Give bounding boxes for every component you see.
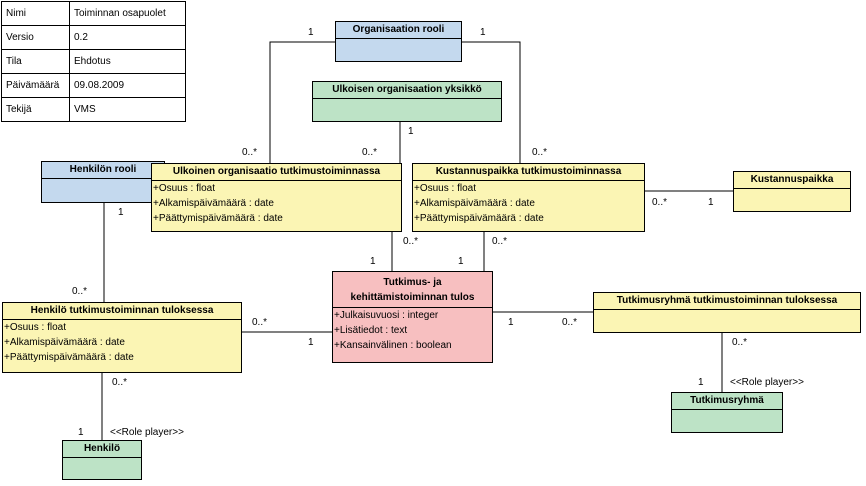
attribute: +Julkaisuvuosi : integer [334, 310, 439, 321]
class-name: Tutkimus- ja kehittämistoiminnan tulos [333, 272, 492, 308]
attribute-list: +Osuus : float +Alkamispäivämäärä : date… [3, 320, 241, 365]
meta-key: Nimi [1, 1, 70, 26]
meta-value: VMS [69, 97, 186, 122]
assoc-orgrooli-ulkoinen [269, 41, 335, 163]
class-ulkoinen-organisaatio-tutkimustoiminnassa[interactable]: Ulkoinen organisaatio tutkimustoiminnass… [151, 163, 402, 232]
multiplicity-label: 0..* [112, 377, 128, 388]
meta-key: Tekijä [1, 97, 70, 122]
attribute: +Osuus : float [4, 322, 66, 333]
class-name: Ulkoisen organisaation yksikkö [313, 82, 501, 99]
multiplicity-label: 0..* [732, 337, 748, 348]
multiplicity-label: 1 [78, 427, 84, 438]
meta-key: Tila [1, 49, 70, 74]
attribute: +Päättymispäivämäärä : date [153, 213, 283, 224]
attribute: +Osuus : float [153, 183, 215, 194]
stereotype-label: <<Role player>> [110, 427, 184, 438]
multiplicity-label: 0..* [532, 147, 548, 158]
multiplicity-label: 1 [370, 256, 376, 267]
meta-value: 09.08.2009 [69, 73, 186, 98]
multiplicity-label: 1 [508, 317, 514, 328]
multiplicity-label: 0..* [362, 147, 378, 158]
multiplicity-label: 0..* [242, 147, 258, 158]
class-henkilo-tutkimustoiminnan-tuloksessa[interactable]: Henkilö tutkimustoiminnan tuloksessa +Os… [2, 302, 242, 373]
attribute: +Alkamispäivämäärä : date [4, 337, 125, 348]
class-henkilo[interactable]: Henkilö [62, 440, 142, 480]
multiplicity-label: 1 [480, 27, 486, 38]
multiplicity-label: 1 [118, 207, 124, 218]
attribute-list: +Osuus : float +Alkamispäivämäärä : date… [152, 181, 401, 226]
multiplicity-label: 0..* [492, 236, 508, 247]
multiplicity-label: 1 [698, 377, 704, 388]
class-name: Kustannuspaikka tutkimustoiminnassa [413, 164, 644, 181]
class-kustannuspaikka[interactable]: Kustannuspaikka [733, 171, 851, 212]
attribute: +Alkamispäivämäärä : date [414, 198, 535, 209]
attribute-list: +Osuus : float +Alkamispäivämäärä : date… [413, 181, 644, 226]
multiplicity-label: 1 [458, 256, 464, 267]
multiplicity-label: 0..* [252, 317, 268, 328]
class-tutkimusryhma[interactable]: Tutkimusryhmä [671, 392, 783, 433]
attribute: +Kansainvälinen : boolean [334, 340, 452, 351]
class-tutkimus-ja-kehittamistoiminnan-tulos[interactable]: Tutkimus- ja kehittämistoiminnan tulos +… [332, 271, 493, 363]
class-name: Ulkoinen organisaatio tutkimustoiminnass… [152, 164, 401, 181]
meta-key: Päivämäärä [1, 73, 70, 98]
attribute: +Lisätiedot : text [334, 325, 408, 336]
class-name: Henkilön rooli [42, 162, 164, 179]
attribute: +Alkamispäivämäärä : date [153, 198, 274, 209]
multiplicity-label: 1 [308, 337, 314, 348]
multiplicity-label: 1 [308, 27, 314, 38]
multiplicity-label: 0..* [652, 197, 668, 208]
class-henkilon-rooli[interactable]: Henkilön rooli [41, 161, 165, 203]
class-organisaation-rooli[interactable]: Organisaation rooli [335, 21, 462, 62]
attribute-list: +Julkaisuvuosi : integer +Lisätiedot : t… [333, 308, 492, 353]
attribute: +Päättymispäivämäärä : date [414, 213, 544, 224]
class-kustannuspaikka-tutkimustoiminnassa[interactable]: Kustannuspaikka tutkimustoiminnassa +Osu… [412, 163, 645, 232]
multiplicity-label: 0..* [72, 286, 88, 297]
class-name: Organisaation rooli [336, 22, 461, 39]
class-name: Kustannuspaikka [734, 172, 850, 189]
meta-value: Ehdotus [69, 49, 186, 74]
class-name-line: Tutkimus- ja [383, 277, 442, 288]
class-name: Tutkimusryhmä [672, 393, 782, 410]
stereotype-label: <<Role player>> [730, 377, 804, 388]
attribute: +Päättymispäivämäärä : date [4, 352, 134, 363]
attribute: +Osuus : float [414, 183, 476, 194]
class-name-line: kehittämistoiminnan tulos [350, 292, 475, 303]
meta-value: Toiminnan osapuolet [69, 1, 186, 26]
multiplicity-label: 1 [708, 197, 714, 208]
class-name: Henkilö tutkimustoiminnan tuloksessa [3, 303, 241, 320]
class-tutkimusryhma-tutkimustoiminnan-tuloksessa[interactable]: Tutkimusryhmä tutkimustoiminnan tulokses… [593, 292, 861, 333]
class-ulkoisen-organisaation-yksikko[interactable]: Ulkoisen organisaation yksikkö [312, 81, 502, 122]
meta-value: 0.2 [69, 25, 186, 50]
class-name: Henkilö [63, 441, 141, 458]
multiplicity-label: 0..* [562, 317, 578, 328]
multiplicity-label: 0..* [403, 236, 419, 247]
class-name: Tutkimusryhmä tutkimustoiminnan tulokses… [594, 293, 860, 310]
assoc-orgrooli-kustannuspaikka-tt [462, 41, 521, 163]
meta-key: Versio [1, 25, 70, 50]
multiplicity-label: 1 [408, 126, 414, 137]
